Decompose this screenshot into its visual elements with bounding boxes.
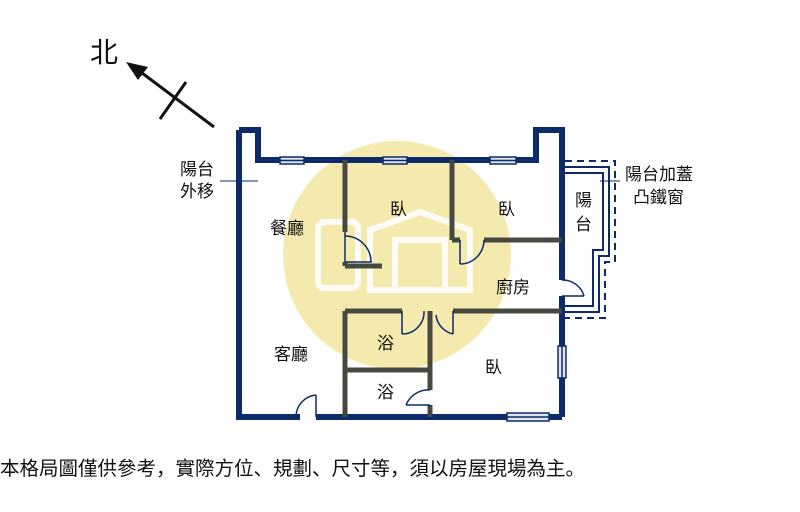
balcony-moved-label-line2: 外移 (180, 182, 214, 202)
bath-1-label: 浴 (377, 334, 394, 354)
balcony-added-label-line2: 凸鐵窗 (633, 188, 684, 208)
balcony-moved-label-line1: 陽台 (180, 160, 214, 180)
balcony-added-label-line1: 陽台加蓋 (625, 165, 693, 185)
door-swing-icon (295, 232, 585, 418)
inner-walls (342, 160, 562, 417)
bedroom-1-label: 臥 (390, 200, 407, 220)
north-arrow-icon (126, 62, 215, 129)
bedroom-3-label: 臥 (485, 358, 502, 378)
bedroom-2-label: 臥 (498, 200, 515, 220)
disclaimer-text: 本格局圖僅供參考，實際方位、規劃、尺寸等，須以房屋現場為主。 (0, 457, 586, 480)
living-room-label: 客廳 (274, 345, 308, 365)
north-label: 北 (90, 36, 118, 69)
kitchen-label: 廚房 (496, 277, 530, 298)
watermark-logo-icon (283, 141, 511, 369)
balcony-label-line2: 台 (575, 215, 592, 235)
balcony-extension-outline (565, 160, 616, 319)
window-icon (279, 156, 567, 422)
bath-2-label: 浴 (377, 383, 394, 403)
balcony-label-line1: 陽 (575, 191, 592, 211)
dining-room-label: 餐廳 (270, 219, 304, 239)
